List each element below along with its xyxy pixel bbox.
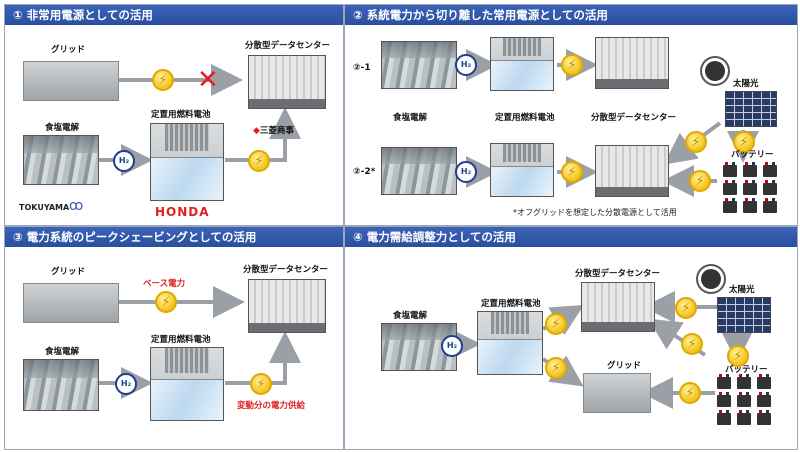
salt-electrolysis-label: 食塩電解 [45,123,80,133]
solar-panel-image [725,91,777,127]
battery-icon [717,392,731,407]
battery-icon [737,392,751,407]
battery-icon [763,162,777,177]
power-bolt-icon: ⚡ [685,131,707,153]
battery-icon [717,410,731,425]
salt-electrolysis-image [381,41,457,89]
power-bolt-icon: ⚡ [679,382,701,404]
sun-icon [701,269,721,289]
data-center-label: 分散型データセンター [575,269,661,279]
fuel-cell-image [490,143,554,197]
mitsubishi-logo: ◆三菱商事 [253,126,294,136]
panel-title: ② 系統電力から切り離した常用電源としての活用 [345,5,797,25]
battery-icon [737,410,751,425]
panel-title: ③ 電力系統のピークシェービングとしての活用 [5,227,343,247]
scenario-2-1-label: ②-1 [353,63,371,73]
fuel-cell-label: 定置用燃料電池 [495,113,555,123]
battery-icon [763,198,777,213]
grid-label: グリッド [51,267,86,277]
solar-label: 太陽光 [729,285,755,295]
battery-icon [737,374,751,389]
panel-offgrid-power: ② 系統電力から切り離した常用電源としての活用 ②-1 H₂ ⚡ 食塩電解 定置… [344,4,798,226]
hydrogen-icon: H₂ [441,335,463,357]
power-bolt-icon: ⚡ [248,150,270,172]
power-bolt-icon: ⚡ [545,313,567,335]
salt-electrolysis-label: 食塩電解 [45,347,80,357]
power-bolt-icon: ⚡ [250,373,272,395]
data-center-label: 分散型データセンター [243,265,329,275]
battery-icon [743,162,757,177]
battery-icon [723,180,737,195]
grid-label: グリッド [51,45,86,55]
salt-electrolysis-image [23,135,99,185]
salt-electrolysis-image [381,147,457,195]
tokuyama-logo: TOKUYAMA [19,203,70,212]
sun-icon [705,61,725,81]
power-bolt-icon: ⚡ [152,69,174,91]
panel-emergency-power: ① 非常用電源としての活用 グリッド ⚡ ✕ 分散型データセンター ◆三菱商事 … [4,4,344,226]
data-center-image [595,145,669,197]
battery-icon [717,374,731,389]
data-center-image [248,55,326,109]
battery-icon [763,180,777,195]
fuel-cell-image [477,311,543,375]
power-bolt-icon: ⚡ [727,345,749,367]
data-center-label: 分散型データセンター [591,113,677,123]
grid-image [23,61,119,101]
hydrogen-icon: H₂ [455,161,477,183]
power-bolt-icon: ⚡ [561,54,583,76]
fuel-cell-label: 定置用燃料電池 [151,335,211,345]
battery-icon [743,198,757,213]
hydrogen-icon: H₂ [115,373,137,395]
panel-peak-shaving: ③ 電力系統のピークシェービングとしての活用 グリッド ベース電力 ⚡ 分散型デ… [4,226,344,450]
salt-electrolysis-image [23,359,99,411]
battery-icon [757,392,771,407]
solar-panel-image [717,297,771,333]
power-bolt-icon: ⚡ [561,161,583,183]
power-bolt-icon: ⚡ [155,291,177,313]
power-bolt-icon: ⚡ [675,297,697,319]
battery-icon [743,180,757,195]
battery-icon [757,374,771,389]
salt-electrolysis-label: 食塩電解 [393,311,428,321]
fuel-cell-image [150,347,224,421]
honda-logo: HONDA [155,205,210,219]
panel-title: ① 非常用電源としての活用 [5,5,343,25]
power-bolt-icon: ⚡ [545,357,567,379]
hydrogen-icon: H₂ [455,54,477,76]
scenario-2-2-label: ②-2* [353,167,376,177]
footnote: *オフグリッドを想定した分散電源として活用 [513,208,677,217]
battery-label: バッテリー [731,150,774,160]
tokuyama-mark-icon: ꝏ [69,198,84,214]
data-center-label: 分散型データセンター [245,41,331,51]
battery-icon [723,198,737,213]
power-bolt-icon: ⚡ [733,131,755,153]
base-power-label: ベース電力 [143,279,186,289]
fuel-cell-image [490,37,554,91]
grid-image [583,373,651,413]
cross-icon: ✕ [197,65,219,95]
data-center-image [248,279,326,333]
fuel-cell-label: 定置用燃料電池 [481,299,541,309]
fuel-cell-label: 定置用燃料電池 [151,110,211,120]
fuel-cell-image [150,123,224,201]
grid-image [23,283,119,323]
salt-electrolysis-label: 食塩電解 [393,113,428,123]
battery-label: バッテリー [725,365,768,375]
power-bolt-icon: ⚡ [681,333,703,355]
panel-title: ④ 電力需給調整力としての活用 [345,227,797,247]
data-center-image [595,37,669,89]
power-bolt-icon: ⚡ [689,170,711,192]
data-center-image [581,282,655,332]
variable-supply-label: 変動分の電力供給 [237,401,306,411]
panel-supply-demand-adjustment: ④ 電力需給調整力としての活用 分散型データセンター ⚡ 太陽光 食塩電解 H₂… [344,226,798,450]
grid-label: グリッド [607,361,642,371]
battery-icon [757,410,771,425]
solar-label: 太陽光 [733,79,759,89]
battery-icon [723,162,737,177]
hydrogen-icon: H₂ [113,150,135,172]
